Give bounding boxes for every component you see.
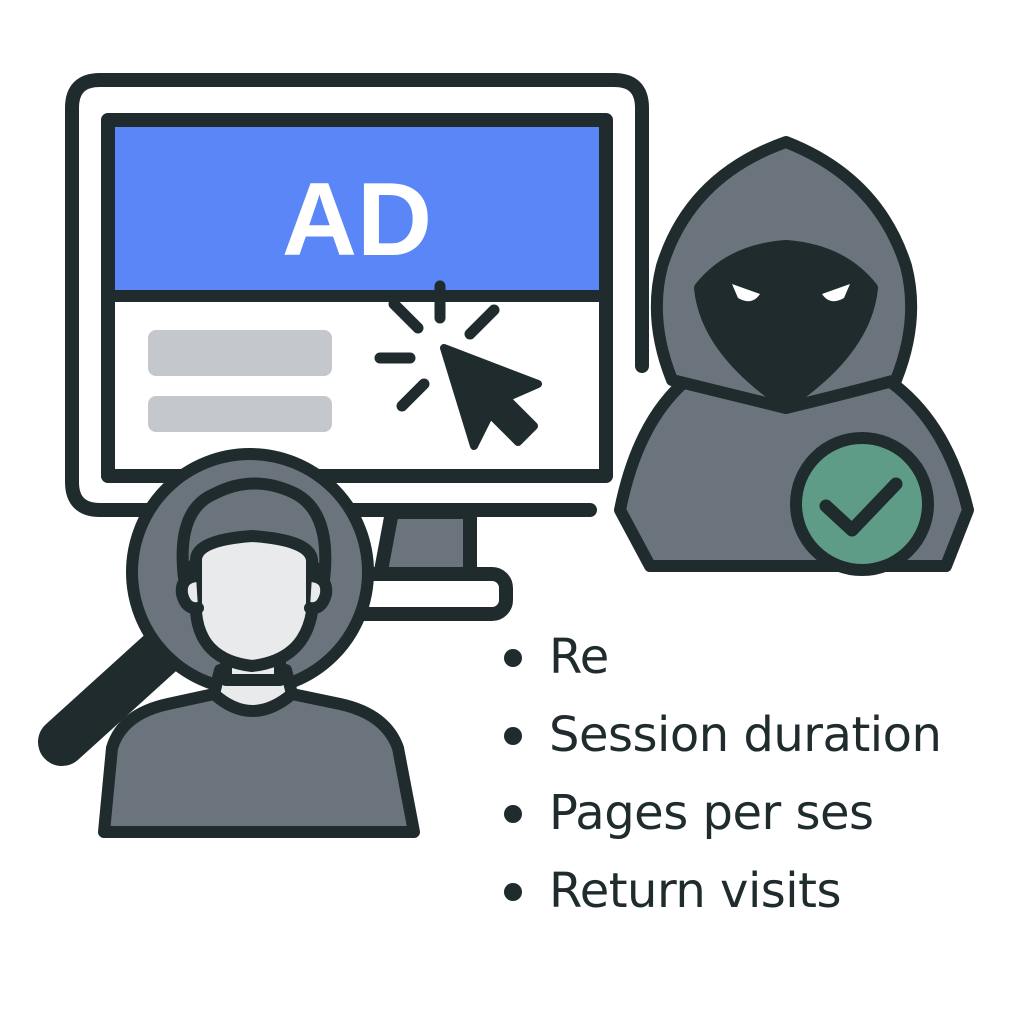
- bullet-dot: [504, 727, 522, 745]
- bullet-item: Pages per ses: [500, 774, 941, 852]
- bullet-item: Session duration: [500, 696, 942, 774]
- content-placeholder-bar: [148, 330, 332, 376]
- check-circle-icon: [790, 432, 934, 576]
- content-placeholder-bar: [148, 396, 332, 432]
- bullet-item: Return visits: [500, 852, 941, 930]
- ad-banner: AD: [108, 127, 606, 302]
- bullet-label: Re: [549, 629, 609, 685]
- bullet-dot: [504, 649, 522, 667]
- ad-label: AD: [282, 162, 432, 278]
- bullet-item: Re: [500, 618, 941, 696]
- bullet-dot: [504, 883, 522, 901]
- bullet-label: Pages per ses: [549, 785, 874, 841]
- mouse-pointer-click-icon: [374, 280, 542, 450]
- bullet-list: Re Session duration Pages per ses Return…: [500, 618, 942, 930]
- bullet-dot: [504, 805, 522, 823]
- bullet-label: Session duration: [549, 707, 942, 763]
- user-avatar-icon: [98, 477, 420, 838]
- bullet-label: Return visits: [549, 863, 841, 919]
